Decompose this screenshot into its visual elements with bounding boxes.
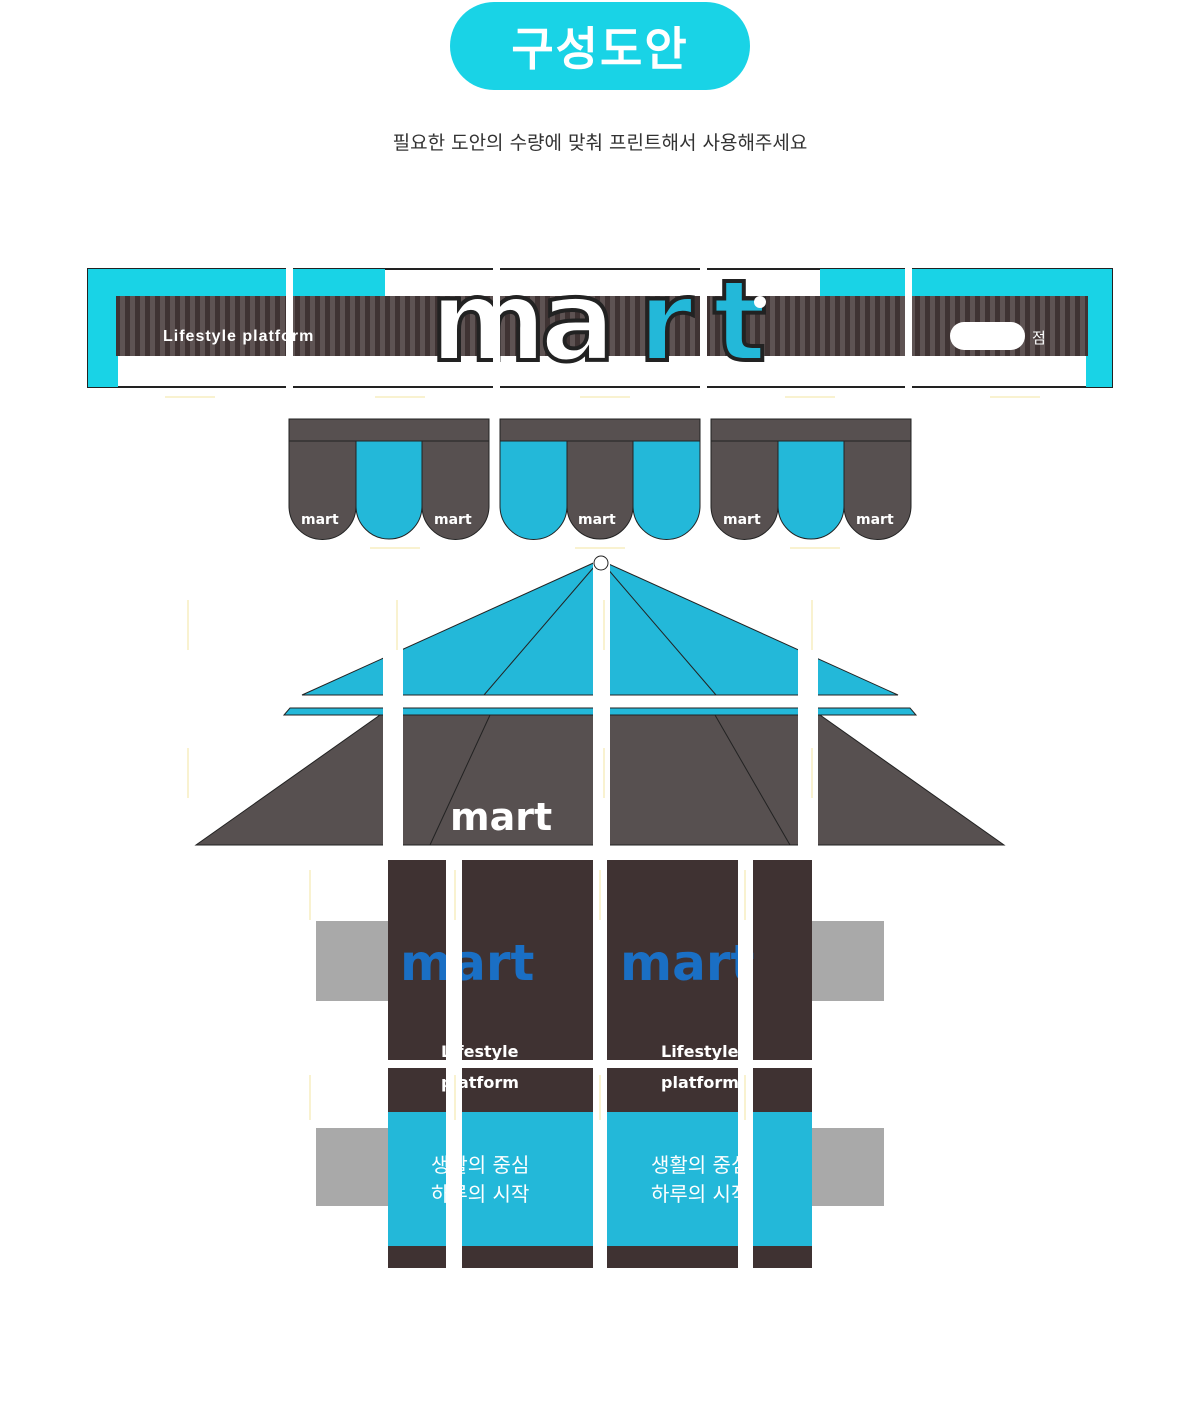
banner-logo-t: t (713, 257, 767, 387)
banner-logo: m a r t (428, 255, 769, 389)
awning: mart mart mart mart mart (288, 418, 912, 549)
banner-left-frame (88, 269, 385, 387)
left-panel-logo: mart (400, 934, 534, 992)
sign-banner: 점 Lifestyle platform m a r t (87, 255, 1113, 398)
page-title: 구성도안 (511, 22, 689, 76)
awning-panel-3 (710, 418, 912, 540)
awning-label-3: mart (578, 512, 616, 528)
left-slogan-1: 생활의 중심 (431, 1153, 529, 1177)
right-tagline-1: Lifestyle (661, 1042, 739, 1061)
roof: mart (187, 555, 1006, 855)
right-slogan-2: 하루의 시작 (651, 1182, 749, 1206)
right-slogan-1: 생활의 중심 (651, 1153, 749, 1177)
awning-label-5: mart (856, 512, 894, 528)
title-pill: 구성도안 (450, 2, 750, 90)
awning-label-2: mart (434, 512, 472, 528)
page-subtitle: 필요한 도안의 수량에 맞춰 프린트해서 사용해주세요 (392, 132, 808, 154)
logo-dot (754, 296, 766, 308)
branch-suffix: 점 (1032, 329, 1046, 347)
banner-stripe-band (116, 296, 1088, 356)
banner-logo-m: m (430, 257, 547, 387)
awning-label-1: mart (301, 512, 339, 528)
awning-panel-2 (499, 418, 701, 540)
branch-name-blank (950, 322, 1025, 350)
banner-logo-a: a (540, 257, 616, 387)
banner-tagline: Lifestyle platform (163, 328, 314, 345)
right-panel-logo: mart (620, 934, 754, 992)
storefront: mart Lifestyle platform 생활의 중심 하루의 시작 ma… (309, 855, 884, 1275)
left-slogan-2: 하루의 시작 (431, 1182, 529, 1206)
storefront-right-panel: mart Lifestyle platform 생활의 중심 하루의 시작 (607, 860, 812, 1268)
awning-panel-1 (288, 418, 490, 540)
awning-label-4: mart (723, 512, 761, 528)
roof-logo: mart (450, 795, 552, 839)
right-tagline-2: platform (661, 1073, 739, 1092)
banner-logo-r: r (638, 257, 693, 387)
banner-right-frame (820, 269, 1112, 387)
